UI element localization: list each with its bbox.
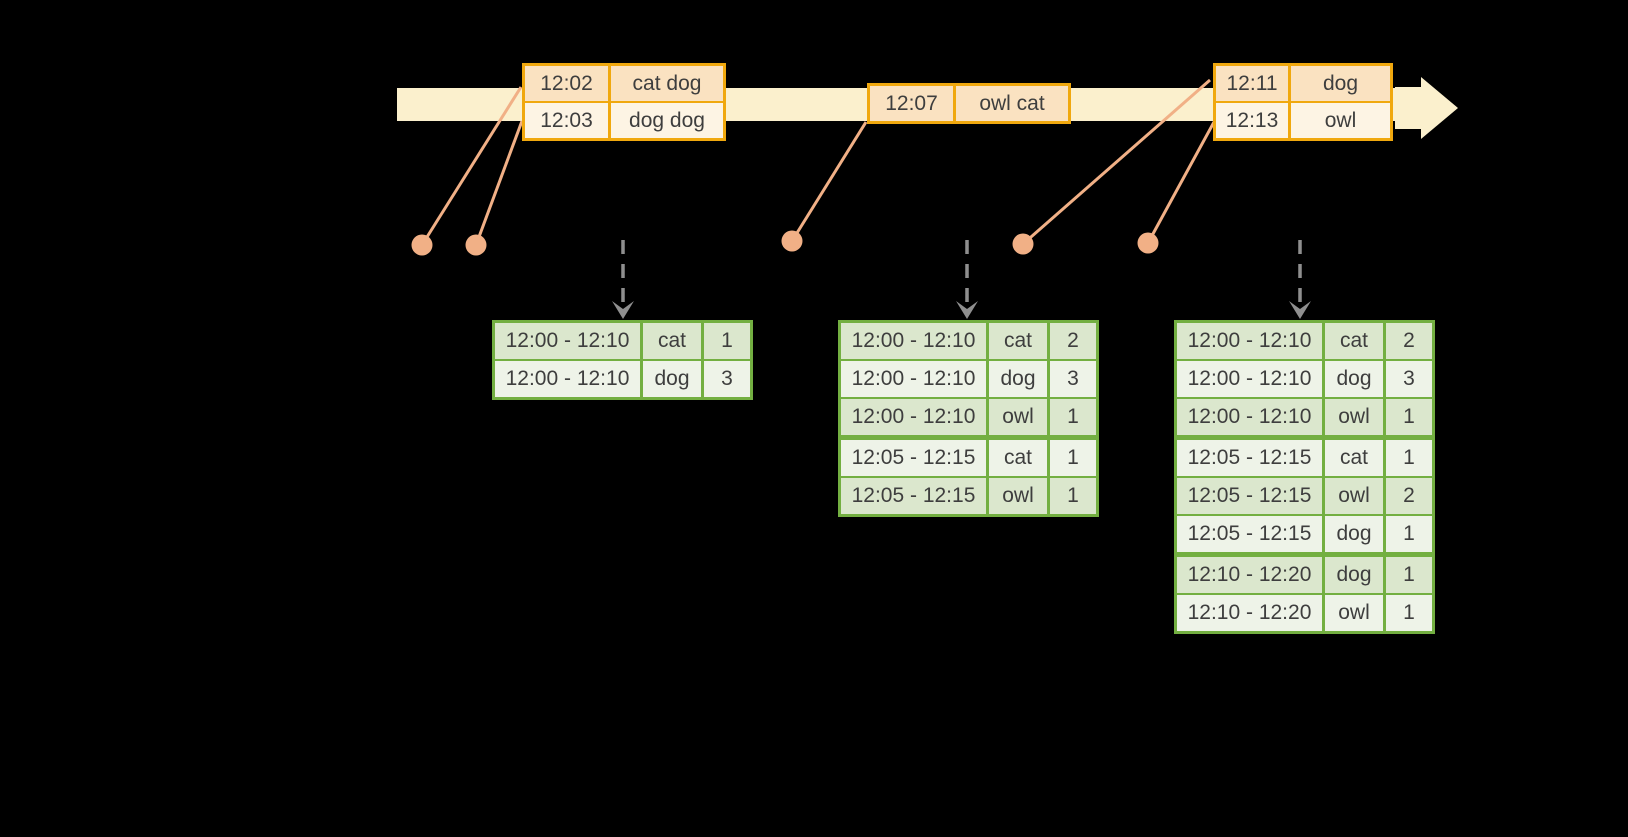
trigger-arrow-icon: [956, 240, 978, 319]
cell-window: 12:05 - 12:15: [841, 478, 986, 514]
trigger-arrow-icon: [612, 240, 634, 319]
cell-count: 1: [1383, 399, 1432, 435]
table-row: 12:10 - 12:20 owl 1: [1177, 593, 1432, 631]
table-row: 12:10 - 12:20 dog 1: [1177, 552, 1432, 593]
table-row: 12:00 - 12:10 cat 2: [841, 323, 1096, 359]
cell-window: 12:10 - 12:20: [1177, 557, 1322, 593]
cell-window: 12:00 - 12:10: [1177, 399, 1322, 435]
event-dot: [1137, 232, 1159, 254]
event-table: 12:07 owl cat: [867, 83, 1071, 124]
table-row: 12:05 - 12:15 cat 1: [841, 435, 1096, 476]
cell-window: 12:05 - 12:15: [841, 440, 986, 476]
cell-window: 12:05 - 12:15: [1177, 516, 1322, 552]
cell-count: 1: [1047, 440, 1096, 476]
cell-window: 12:00 - 12:10: [841, 323, 986, 359]
cell-word: owl: [986, 478, 1047, 514]
cell-word: cat: [1322, 440, 1383, 476]
table-row: 12:05 - 12:15 cat 1: [1177, 435, 1432, 476]
cell-count: 2: [1047, 323, 1096, 359]
cell-window: 12:05 - 12:15: [1177, 440, 1322, 476]
cell-event-time: 12:07: [870, 86, 953, 121]
result-table: 12:00 - 12:10 cat 2 12:00 - 12:10 dog 3 …: [1174, 320, 1435, 634]
event-table: 12:02 cat dog 12:03 dog dog: [522, 63, 726, 141]
table-row: 12:00 - 12:10 dog 3: [841, 359, 1096, 397]
table-row: 12:00 - 12:10 owl 1: [841, 397, 1096, 435]
event-connector-line: [474, 120, 524, 246]
result-table: 12:00 - 12:10 cat 1 12:00 - 12:10 dog 3: [492, 320, 753, 400]
cell-word: owl: [1322, 399, 1383, 435]
trigger-arrow-icon: [1289, 240, 1311, 319]
table-row: 12:00 - 12:10 owl 1: [1177, 397, 1432, 435]
cell-event-time: 12:13: [1216, 103, 1288, 138]
event-dot: [465, 234, 487, 256]
cell-event-words: cat dog: [608, 66, 723, 101]
table-row: 12:07 owl cat: [870, 86, 1068, 121]
cell-count: 3: [1383, 361, 1432, 397]
cell-window: 12:10 - 12:20: [1177, 595, 1322, 631]
cell-count: 2: [1383, 323, 1432, 359]
event-connector-line: [420, 86, 523, 246]
cell-word: owl: [1322, 478, 1383, 514]
event-connector-line: [790, 121, 868, 242]
event-dot: [411, 234, 433, 256]
table-row: 12:05 - 12:15 owl 1: [841, 476, 1096, 514]
table-row: 12:00 - 12:10 dog 3: [1177, 359, 1432, 397]
event-dot: [781, 230, 803, 252]
cell-word: dog: [1322, 557, 1383, 593]
cell-event-words: owl cat: [953, 86, 1068, 121]
cell-count: 3: [1047, 361, 1096, 397]
event-connector-line: [1146, 121, 1216, 244]
cell-word: dog: [1322, 361, 1383, 397]
cell-window: 12:00 - 12:10: [1177, 361, 1322, 397]
cell-word: cat: [986, 440, 1047, 476]
cell-word: cat: [640, 323, 701, 359]
cell-count: 2: [1383, 478, 1432, 514]
event-dot: [1012, 233, 1034, 255]
cell-event-time: 12:03: [525, 103, 608, 138]
timeline-arrowhead-icon: [1395, 77, 1458, 139]
cell-count: 3: [701, 361, 750, 397]
cell-window: 12:00 - 12:10: [1177, 323, 1322, 359]
cell-event-time: 12:11: [1216, 66, 1288, 101]
cell-word: owl: [1322, 595, 1383, 631]
cell-word: cat: [986, 323, 1047, 359]
cell-count: 1: [1383, 595, 1432, 631]
cell-count: 1: [1383, 557, 1432, 593]
cell-count: 1: [1383, 440, 1432, 476]
cell-count: 1: [701, 323, 750, 359]
cell-event-time: 12:02: [525, 66, 608, 101]
table-row: 12:11 dog: [1216, 66, 1390, 101]
cell-event-words: owl: [1288, 103, 1390, 138]
table-row: 12:00 - 12:10 dog 3: [495, 359, 750, 397]
cell-word: dog: [986, 361, 1047, 397]
event-connector-line: [1022, 78, 1211, 246]
cell-count: 1: [1047, 478, 1096, 514]
cell-count: 1: [1047, 399, 1096, 435]
table-row: 12:00 - 12:10 cat 2: [1177, 323, 1432, 359]
cell-word: dog: [640, 361, 701, 397]
cell-window: 12:00 - 12:10: [495, 361, 640, 397]
table-row: 12:03 dog dog: [525, 101, 723, 138]
cell-event-words: dog dog: [608, 103, 723, 138]
event-table: 12:11 dog 12:13 owl: [1213, 63, 1393, 141]
cell-count: 1: [1383, 516, 1432, 552]
result-table: 12:00 - 12:10 cat 2 12:00 - 12:10 dog 3 …: [838, 320, 1099, 517]
cell-window: 12:00 - 12:10: [495, 323, 640, 359]
table-row: 12:13 owl: [1216, 101, 1390, 138]
table-row: 12:05 - 12:15 dog 1: [1177, 514, 1432, 552]
cell-word: dog: [1322, 516, 1383, 552]
cell-word: owl: [986, 399, 1047, 435]
cell-word: cat: [1322, 323, 1383, 359]
table-row: 12:05 - 12:15 owl 2: [1177, 476, 1432, 514]
cell-window: 12:05 - 12:15: [1177, 478, 1322, 514]
table-row: 12:00 - 12:10 cat 1: [495, 323, 750, 359]
cell-window: 12:00 - 12:10: [841, 361, 986, 397]
cell-window: 12:00 - 12:10: [841, 399, 986, 435]
cell-event-words: dog: [1288, 66, 1390, 101]
table-row: 12:02 cat dog: [525, 66, 723, 101]
